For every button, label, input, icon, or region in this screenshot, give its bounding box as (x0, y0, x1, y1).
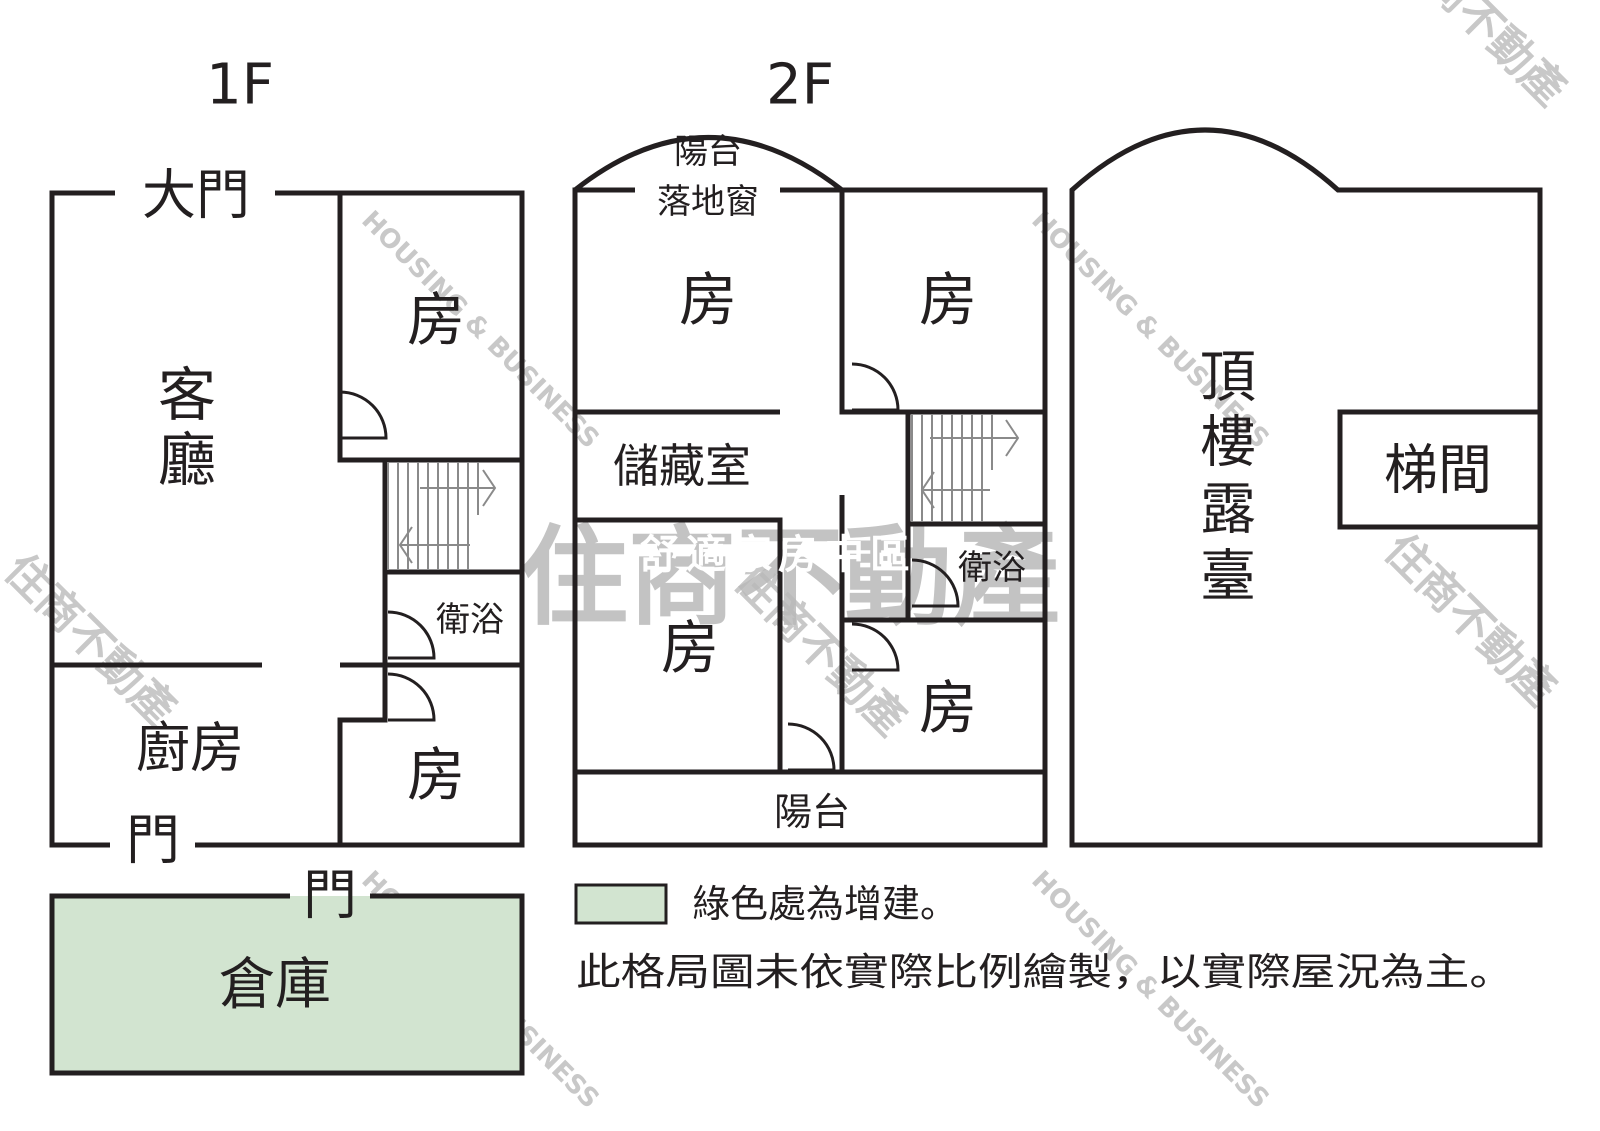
watermark-company-right: 住商不動產 (1374, 524, 1566, 716)
storage-door-label: 門 (303, 864, 357, 927)
2f-balcony-top-label: 陽台 (674, 132, 742, 172)
storage-walls (49, 893, 525, 1076)
roof-stairwell-label: 梯間 (1384, 439, 1492, 502)
2f-bedroom-nw-label: 房 (679, 266, 737, 334)
1f-main-door-label: 大門 (142, 164, 250, 227)
watermark-company-left: 住商不動產 (0, 544, 186, 736)
2f-door-ne (851, 362, 900, 412)
1f-wall-hall (337, 460, 388, 845)
2f-bathroom-label: 衛浴 (958, 548, 1026, 588)
2f-door-bath (911, 558, 960, 608)
storage-label: 倉庫 (219, 953, 331, 1018)
legend-swatch-text: 綠色處為增建。 (692, 882, 958, 926)
floor-1f: 1F 大門 客 廳 房 衛浴 廚房 房 門 (49, 53, 525, 872)
roof-terrace-char-2: 樓 (1200, 411, 1256, 476)
1f-living-room-label-1: 客 (158, 361, 216, 429)
floor-label-2f: 2F (766, 53, 834, 118)
floor-label-1f: 1F (206, 53, 274, 118)
2f-wall-storage-bottom (575, 517, 783, 772)
overlay-title: 舒適家房中區 (640, 532, 916, 578)
2f-storage-room-label: 儲藏室 (613, 439, 751, 493)
2f-french-window-label: 落地窗 (657, 182, 759, 222)
2f-door-sw (787, 722, 836, 772)
watermark-company-top: 住商不動產 (1384, 0, 1576, 116)
2f-bedroom-ne-label: 房 (919, 266, 977, 334)
1f-bedroom-top-label: 房 (407, 286, 465, 354)
floor-2f: 2F 陽台 落地窗 房 房 儲藏室 衛浴 房 房 (572, 53, 1048, 848)
1f-door-bath (387, 610, 436, 660)
1f-door-bedroom-bottom (387, 672, 436, 722)
watermark-english-1: HOUSING & BUSINESS (355, 205, 604, 454)
1f-door-bedroom-top (339, 390, 388, 440)
roof-terrace-char-1: 頂 (1200, 346, 1256, 411)
2f-bedroom-se-label: 房 (919, 674, 977, 742)
2f-door-se (851, 622, 900, 672)
1f-wall-right (195, 190, 525, 848)
2f-wall-ne-room (839, 190, 1045, 415)
2f-bedroom-sw-label: 房 (661, 614, 719, 682)
roof-terrace-char-3: 露 (1200, 478, 1256, 543)
2f-balcony-bottom-label: 陽台 (774, 790, 850, 834)
2f-balcony-arch (573, 135, 844, 192)
storage-addition: 門 倉庫 (49, 864, 525, 1076)
1f-bedroom-bottom-label: 房 (407, 741, 465, 809)
storage-fill (52, 896, 522, 1073)
legend-disclaimer: 此格局圖未依實際比例繪製，以實際屋況為主。 (576, 950, 1514, 994)
1f-stairs (387, 462, 497, 570)
1f-kitchen-label: 廚房 (136, 717, 244, 780)
2f-outer-walls (572, 187, 1048, 848)
legend-swatch (574, 883, 668, 925)
roof-terrace-char-4: 臺 (1200, 545, 1256, 610)
1f-bathroom-label: 衛浴 (436, 600, 504, 640)
1f-living-room-label-2: 廳 (158, 426, 216, 494)
legend: 綠色處為增建。 此格局圖未依實際比例繪製，以實際屋況為主。 (574, 882, 1514, 994)
roof-walls (1069, 127, 1543, 848)
roof-floor: 頂 樓 露 臺 梯間 (1069, 127, 1543, 848)
2f-stairs (911, 414, 1020, 522)
1f-wall-bedroom-top (337, 193, 522, 463)
1f-wall-left (49, 190, 115, 848)
1f-back-door-label: 門 (126, 809, 180, 872)
